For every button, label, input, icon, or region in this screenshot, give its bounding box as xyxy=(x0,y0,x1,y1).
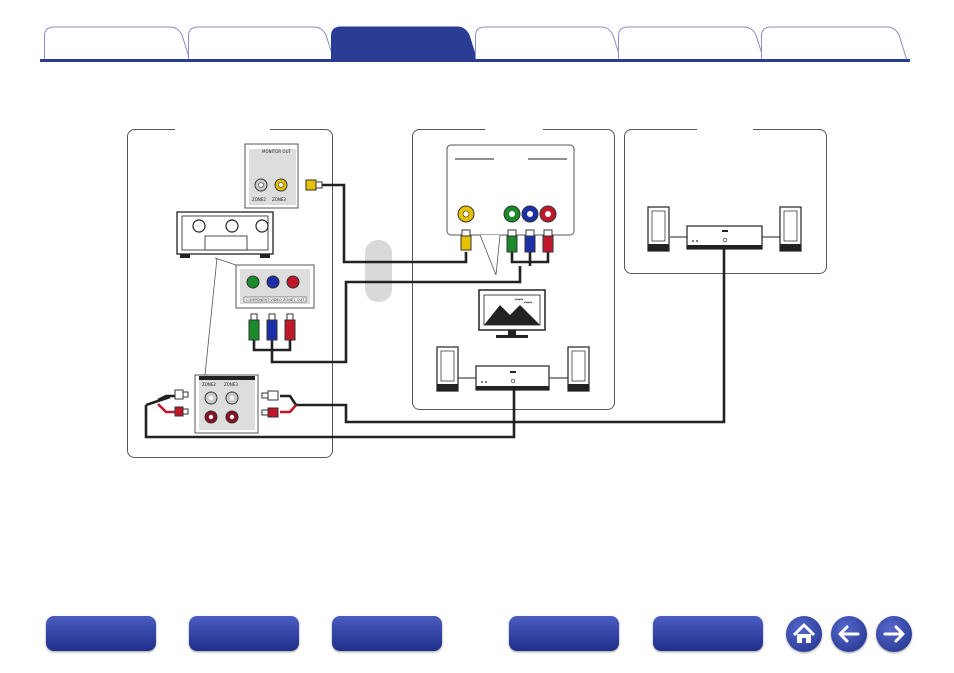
zone3-jack-label: ZONE3 xyxy=(272,197,286,202)
zone2-speaker-left xyxy=(436,346,459,392)
av-receiver xyxy=(176,211,274,376)
tab-bar xyxy=(40,26,910,62)
bottom-nav-button-4[interactable] xyxy=(509,616,619,651)
zone-separator-bubble xyxy=(365,240,392,302)
tab-4[interactable] xyxy=(475,26,621,59)
monitor-out-jacks: MONITOR OUT ZONE2 ZONE3 xyxy=(244,143,299,209)
pre-out-zone3-label: ZONE3 xyxy=(224,382,238,387)
tab-5[interactable] xyxy=(618,26,764,59)
zone2-speaker-right xyxy=(567,346,590,392)
bottom-nav-button-5[interactable] xyxy=(653,616,763,651)
arrow-left-icon xyxy=(838,625,860,643)
zone2-jack-label: ZONE2 xyxy=(252,197,266,202)
component-out-label: COMPONENT VIDEO ZONE2 OUT xyxy=(246,298,305,302)
tv-icon xyxy=(478,289,546,338)
forward-button[interactable] xyxy=(876,616,912,652)
monitor-out-label: MONITOR OUT xyxy=(262,149,291,154)
pre-out-zone2-label: ZONE2 xyxy=(202,382,216,387)
video-plug xyxy=(305,179,323,191)
component-plugs xyxy=(248,313,296,341)
tv-plugs xyxy=(460,229,554,253)
bottom-nav-button-2[interactable] xyxy=(189,616,299,651)
header-rule xyxy=(40,59,910,62)
component-out-jacks: COMPONENT VIDEO ZONE2 OUT xyxy=(235,264,315,309)
zone3-panel xyxy=(624,128,827,274)
tab-6[interactable] xyxy=(761,26,907,59)
back-button[interactable] xyxy=(831,616,867,652)
home-button[interactable] xyxy=(786,616,822,652)
cables xyxy=(144,183,726,439)
zone3-audio-plugs xyxy=(261,390,298,418)
tab-2[interactable] xyxy=(188,26,334,59)
tab-1[interactable] xyxy=(44,26,190,59)
zone3-speaker-right xyxy=(779,206,802,252)
zone3-amplifier xyxy=(670,225,780,250)
zone2-amplifier xyxy=(458,365,568,391)
pre-out-jacks: ZONE2 ZONE3 xyxy=(194,374,259,434)
tab-3-active[interactable] xyxy=(331,26,477,59)
home-icon xyxy=(792,623,816,643)
arrow-right-icon xyxy=(883,625,905,643)
bottom-nav-button-1[interactable] xyxy=(46,616,156,651)
zone2-audio-plugs xyxy=(157,389,189,417)
zone3-speaker-left xyxy=(647,206,670,252)
tv-input-jacks xyxy=(446,144,575,276)
bottom-nav-button-3[interactable] xyxy=(332,616,442,651)
